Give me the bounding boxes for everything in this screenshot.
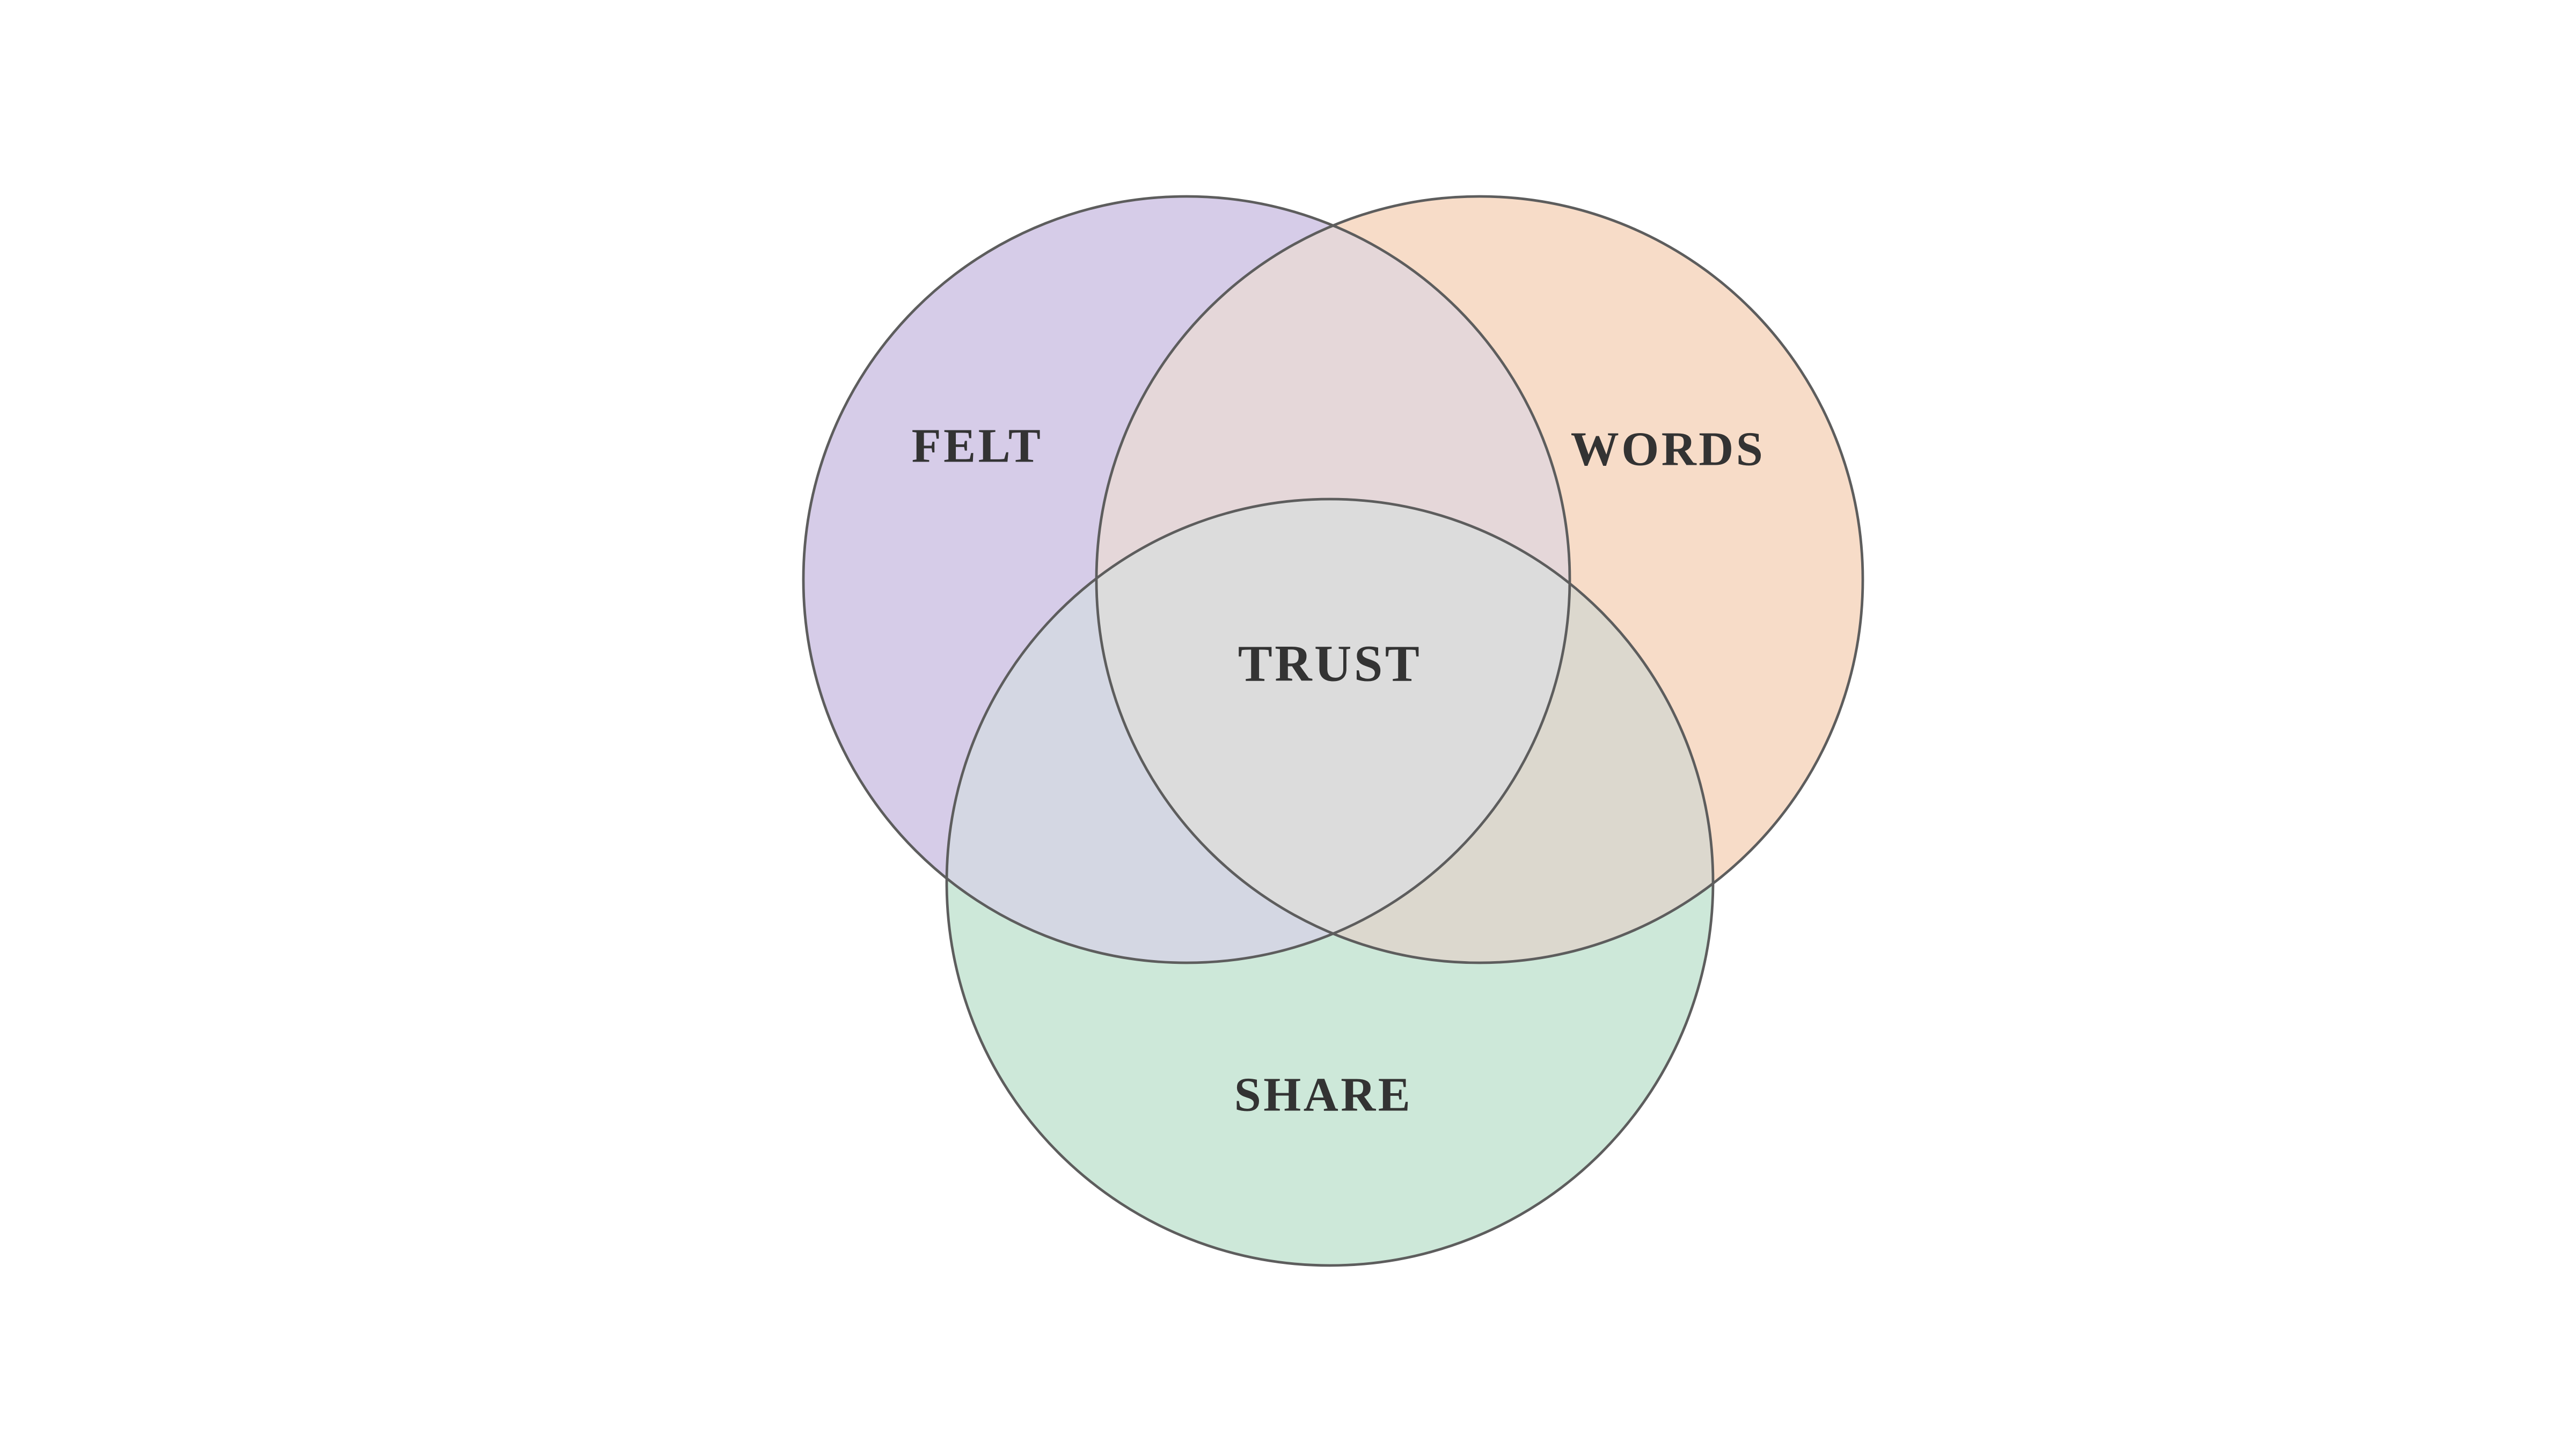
words-label: WORDS: [1571, 423, 1766, 476]
center-overlap-fill: [1096, 499, 1570, 963]
felt-circle-outline: [802, 195, 1571, 964]
trust-label: TRUST: [1238, 635, 1422, 692]
felt-label: FELT: [912, 420, 1043, 473]
center-overlap: [1096, 499, 1570, 963]
share-circle-outline: [945, 497, 1715, 1267]
share-label: SHARE: [1234, 1069, 1413, 1122]
